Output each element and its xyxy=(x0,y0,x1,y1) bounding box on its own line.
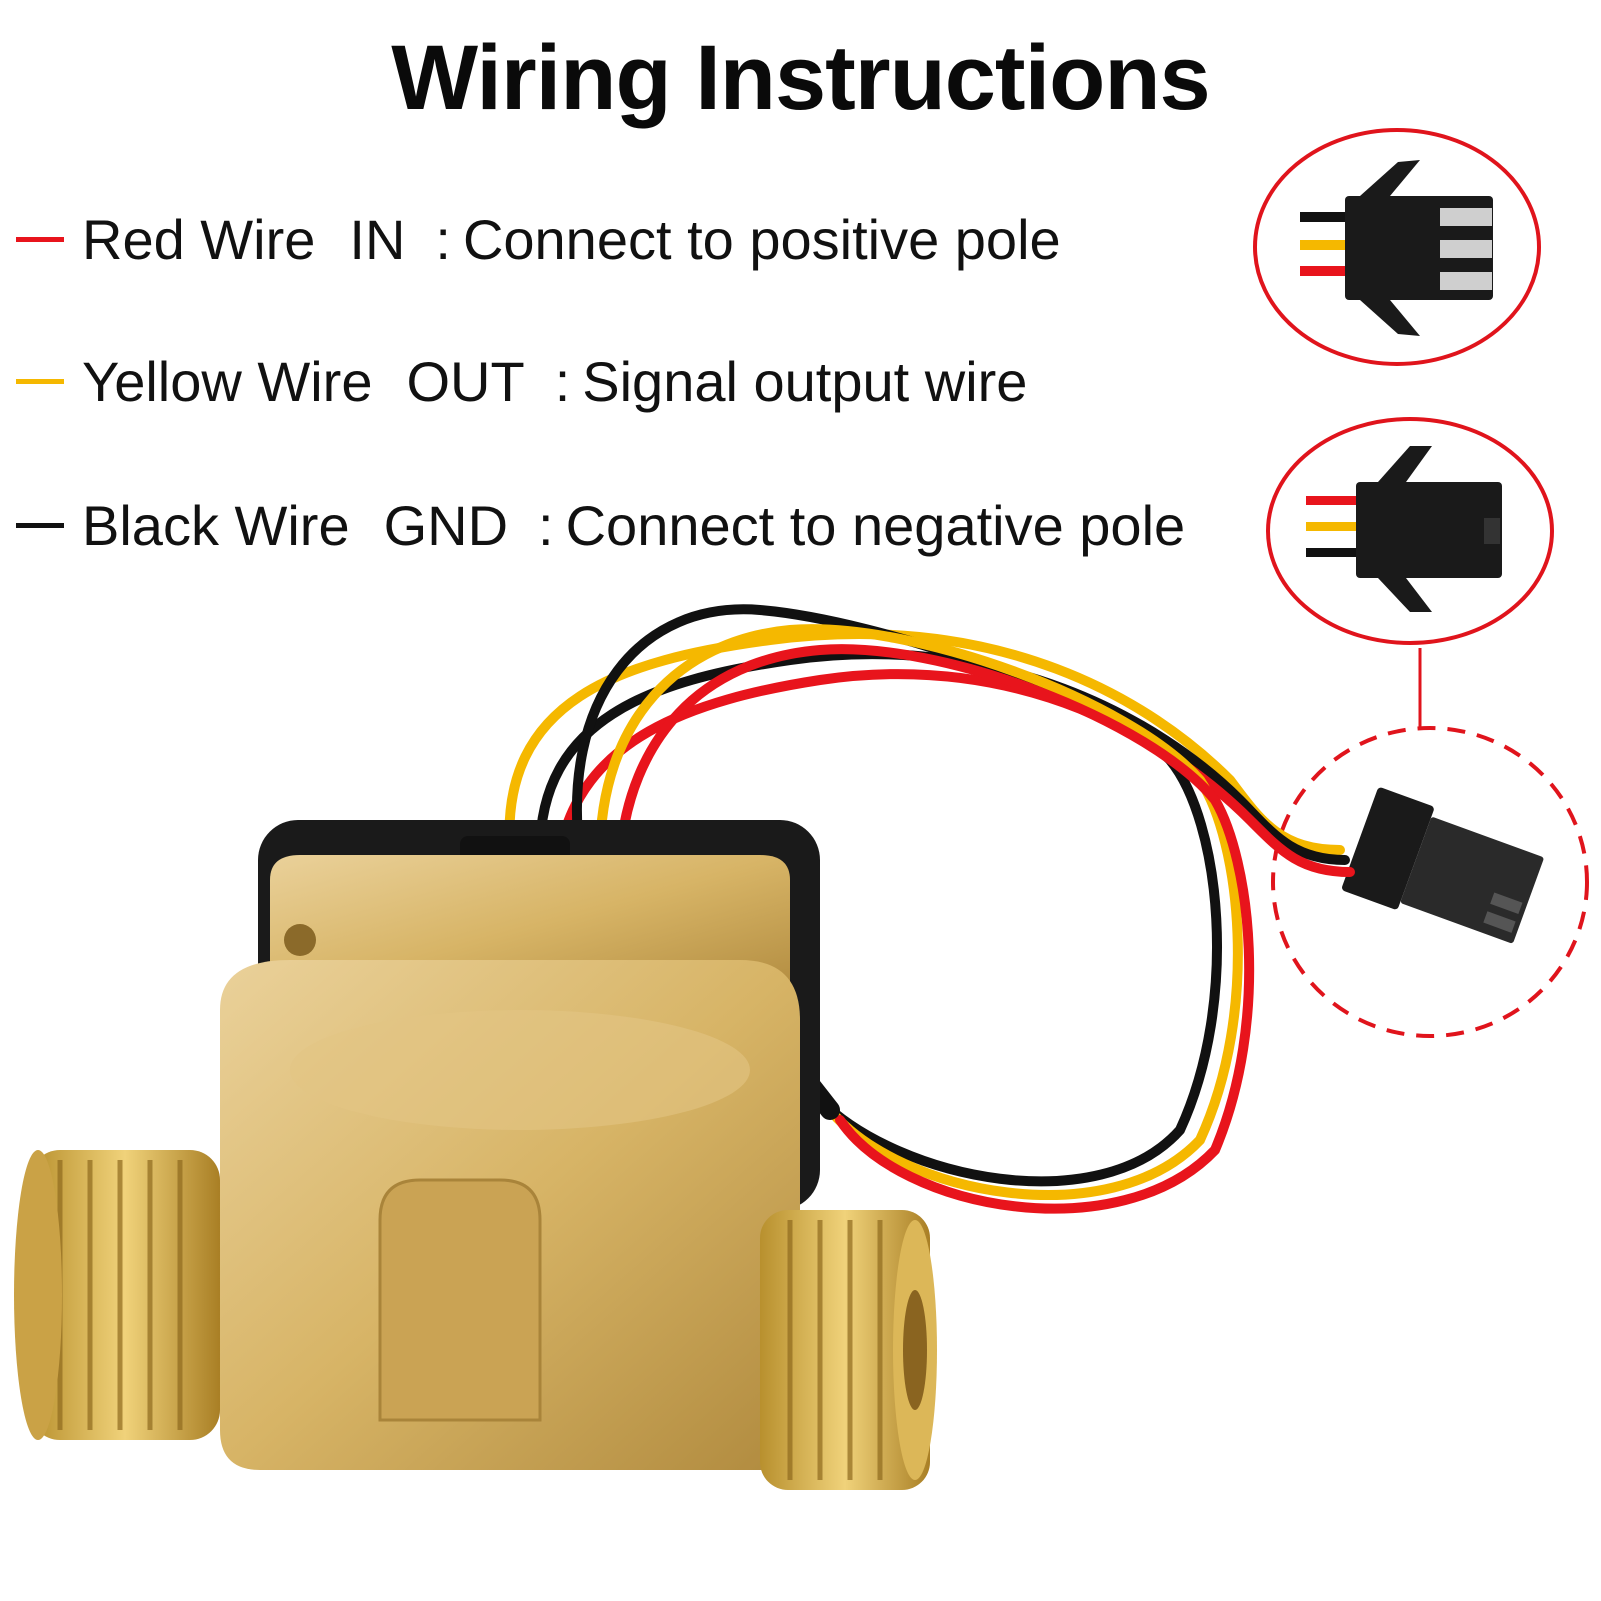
colon: : xyxy=(435,207,451,271)
colon: : xyxy=(554,349,571,413)
flow-sensor-body xyxy=(220,820,820,1470)
legend-row-red: Red Wire IN : Connect to positive pole xyxy=(16,204,1061,274)
red-wire-swatch xyxy=(16,236,64,242)
wire-role: GND xyxy=(383,493,509,557)
wire-role: IN xyxy=(349,207,406,271)
page-title: Wiring Instructions xyxy=(391,27,1210,129)
wire-name: Red Wire xyxy=(82,207,316,271)
wire-name: Yellow Wire xyxy=(82,349,373,413)
yellow-wire-swatch xyxy=(16,378,64,384)
female-connector-closeup xyxy=(1266,417,1554,645)
wire-description: Signal output wire xyxy=(582,349,1028,413)
wire-description: Connect to negative pole xyxy=(565,493,1186,557)
wire-name: Black Wire xyxy=(82,493,350,557)
wire-role: OUT xyxy=(406,349,525,413)
wire-description: Connect to positive pole xyxy=(462,207,1061,271)
plug-detail-dashed xyxy=(1271,726,1589,1038)
left-thread-fitting xyxy=(14,1150,220,1440)
legend-row-black: Black Wire GND : Connect to negative pol… xyxy=(16,490,1185,560)
right-thread-fitting xyxy=(760,1210,937,1490)
legend-row-yellow: Yellow Wire OUT : Signal output wire xyxy=(16,346,1027,416)
male-connector-closeup xyxy=(1253,128,1541,366)
black-wire-swatch xyxy=(16,522,64,528)
colon: : xyxy=(538,493,554,557)
